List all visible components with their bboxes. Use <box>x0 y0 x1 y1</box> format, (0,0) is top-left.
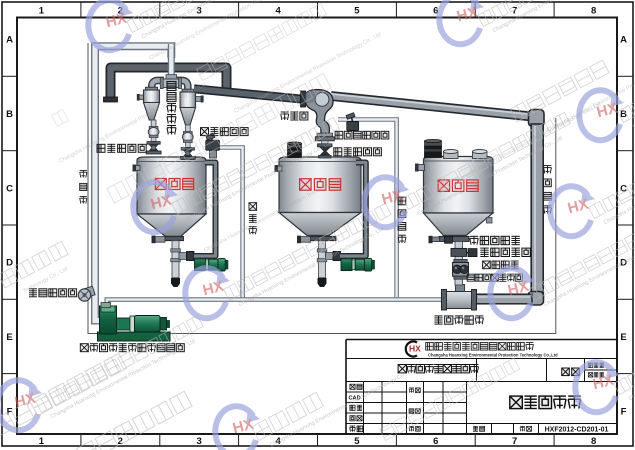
svg-text:3: 3 <box>197 436 202 447</box>
svg-text:HX: HX <box>149 192 173 214</box>
svg-text:4: 4 <box>275 436 281 447</box>
svg-text:D: D <box>620 258 627 269</box>
svg-text:Changsha Huanxing Environmenta: Changsha Huanxing Environmental Protecti… <box>543 226 635 308</box>
svg-text:5: 5 <box>354 436 360 447</box>
svg-text:HX: HX <box>455 4 479 26</box>
svg-text:A: A <box>620 35 627 46</box>
svg-text:6: 6 <box>433 436 438 447</box>
svg-text:C: C <box>6 183 13 194</box>
svg-text:HX: HX <box>591 372 615 394</box>
svg-text:E: E <box>620 332 626 343</box>
svg-text:B: B <box>6 109 13 120</box>
svg-text:HX: HX <box>13 390 37 412</box>
svg-text:1: 1 <box>39 6 45 17</box>
svg-text:HX: HX <box>104 10 128 32</box>
svg-text:6: 6 <box>433 6 438 17</box>
svg-text:CAD: CAD <box>349 396 361 402</box>
svg-text:B: B <box>620 109 627 120</box>
svg-text:F: F <box>7 406 13 417</box>
svg-text:Changsha Huanxing Environmenta: Changsha Huanxing Environmental Protecti… <box>428 353 558 358</box>
svg-text:HX: HX <box>595 100 619 122</box>
svg-text:HXF2012-CD201-01: HXF2012-CD201-01 <box>545 427 609 434</box>
svg-text:8: 8 <box>591 436 596 447</box>
svg-text:F: F <box>621 406 627 417</box>
svg-text:A: A <box>6 35 13 46</box>
svg-text:E: E <box>6 332 12 343</box>
svg-text:D: D <box>6 258 13 269</box>
svg-text:HX: HX <box>201 278 225 300</box>
svg-text:Changsha Huanxing Environmenta: Changsha Huanxing Environmental Protecti… <box>269 367 416 449</box>
svg-text:7: 7 <box>512 436 517 447</box>
svg-text:3: 3 <box>197 6 202 17</box>
svg-text:HX: HX <box>231 416 255 438</box>
svg-text:1: 1 <box>39 436 45 447</box>
svg-text:5: 5 <box>354 6 360 17</box>
svg-text:HX: HX <box>566 196 590 218</box>
svg-text:HX: HX <box>409 344 421 354</box>
svg-text:HX: HX <box>380 187 404 209</box>
svg-text:8: 8 <box>591 6 596 17</box>
svg-text:HX: HX <box>506 278 530 300</box>
svg-text:7: 7 <box>512 6 517 17</box>
svg-text:4: 4 <box>275 6 281 17</box>
